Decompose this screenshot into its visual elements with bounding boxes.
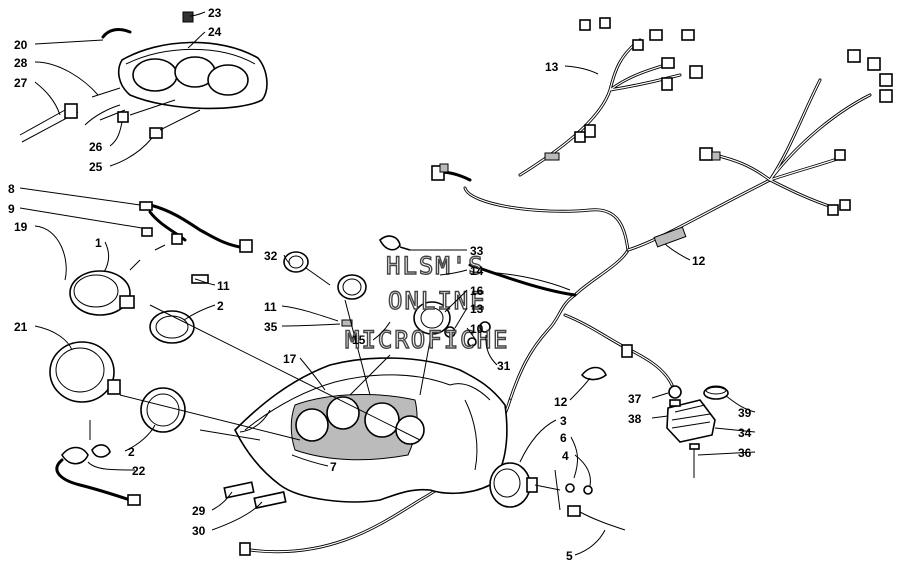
callout-6: 6 [560,431,567,445]
callout-2-lower: 2 [128,445,135,459]
callout-7: 7 [330,460,337,474]
callout-32: 32 [264,249,278,263]
callout-13-top: 13 [545,60,559,74]
callout-11-left: 11 [217,279,230,293]
callout-21: 21 [14,320,28,334]
callout-34: 34 [738,426,752,440]
callout-37: 37 [628,392,642,406]
callout-33: 33 [470,244,484,258]
callout-22: 22 [132,464,146,478]
callout-15: 15 [352,333,366,347]
callout-24: 24 [208,25,222,39]
callout-36: 36 [738,446,752,460]
watermark-line-3: MICROFICHE [345,326,510,354]
callout-12-lower: 12 [554,395,568,409]
callout-1: 1 [95,236,102,250]
callout-17: 17 [283,352,297,366]
center-small-parts [283,235,491,347]
leader-lines [19,11,756,556]
watermark: HLSM'S ONLINE MICROFICHE [344,251,510,354]
guide-lines [19,109,433,441]
callout-20: 20 [14,38,28,52]
callout-13-center: 13 [470,302,484,316]
callout-10: 10 [470,322,484,336]
callout-9: 9 [8,202,15,216]
callout-31: 31 [497,359,511,373]
callout-3: 3 [560,414,567,428]
callout-29: 29 [192,504,206,518]
callout-labels: 23 24 20 28 27 26 25 8 9 19 1 11 2 21 2 … [8,6,752,563]
callout-30: 30 [192,524,206,538]
callout-11-center: 11 [264,300,277,314]
callout-35: 35 [264,320,278,334]
callout-8: 8 [8,182,15,196]
watermark-line-1: HLSM'S [386,252,485,280]
callout-16: 16 [470,284,484,298]
callout-23: 23 [208,6,222,20]
lower-right-parts [489,366,729,531]
callout-5: 5 [566,549,573,563]
callout-38: 38 [628,412,642,426]
callout-25: 25 [89,160,103,174]
callout-4: 4 [562,449,569,463]
callout-2-upper: 2 [217,299,224,313]
watermark-line-2: ONLINE [388,287,487,315]
callout-19: 19 [14,220,28,234]
callout-28: 28 [14,56,28,70]
dashboard-panel [223,357,508,509]
callout-27: 27 [14,76,28,90]
callout-14: 14 [470,264,484,278]
callout-39: 39 [738,406,752,420]
callout-26: 26 [89,140,103,154]
callout-12-right: 12 [692,254,706,268]
left-gauges [49,201,253,506]
gauge-cluster [21,11,268,143]
